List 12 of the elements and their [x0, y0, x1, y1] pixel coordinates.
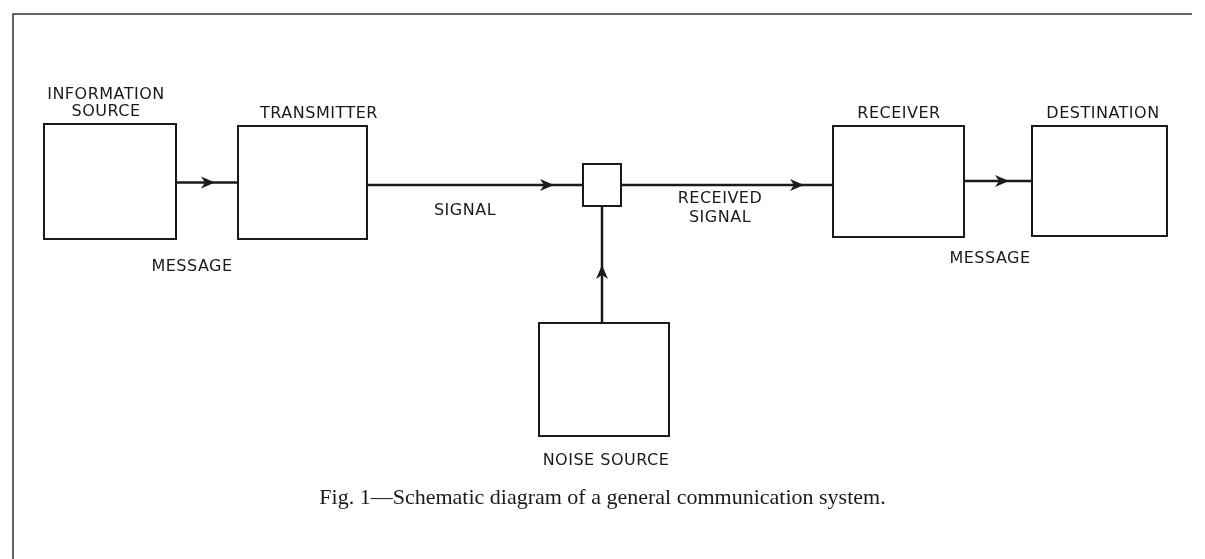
- junction-box: [582, 163, 622, 207]
- arrow: [596, 207, 608, 322]
- arrow: [622, 179, 832, 191]
- block-heading: NOISE SOURCE: [541, 451, 671, 468]
- arrow: [965, 175, 1031, 187]
- block-heading: TRANSMITTER: [259, 104, 379, 121]
- arrow: [177, 176, 237, 189]
- arrow: [368, 179, 582, 191]
- block-heading: RECEIVER: [856, 104, 942, 121]
- figure-caption: Fig. 1—Schematic diagram of a general communication system.: [318, 484, 887, 510]
- block-heading: INFORMATION SOURCE: [46, 85, 166, 119]
- block-heading: DESTINATION: [1045, 104, 1161, 121]
